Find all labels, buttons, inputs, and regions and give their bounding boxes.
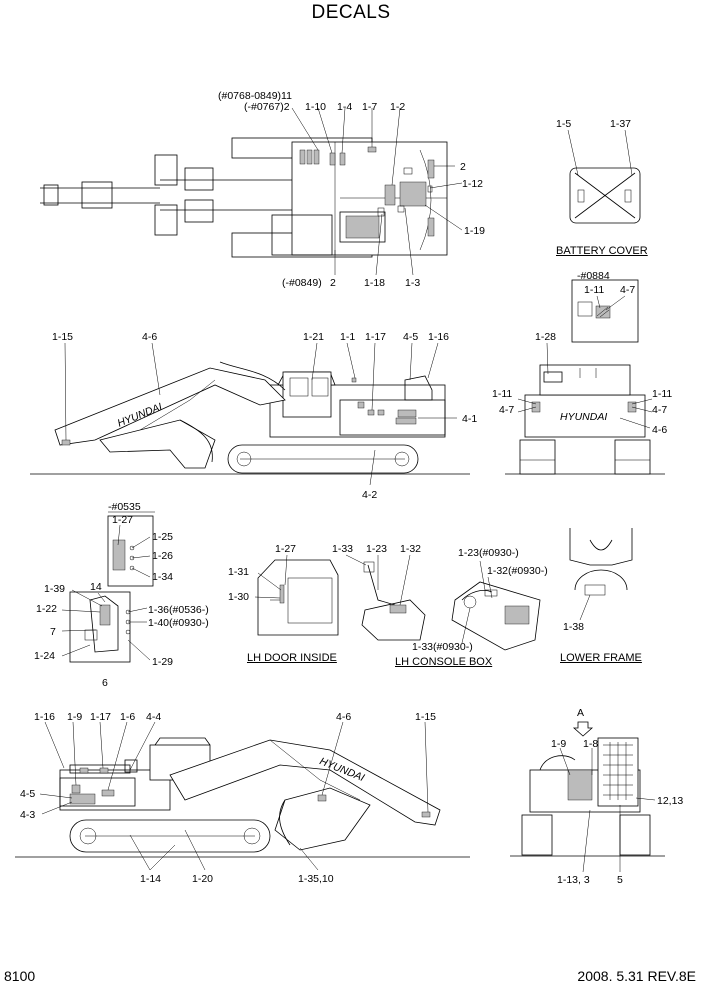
callout-label-c52: 1-23: [366, 543, 387, 555]
callout-label-c23: 4-7: [652, 404, 667, 416]
callout-label-c28: 1-1: [340, 331, 355, 343]
callout-label-c51: 1-33: [332, 543, 353, 555]
callout-label-c20: 1-11: [492, 388, 512, 400]
detail-0884-inset: [571, 279, 639, 343]
callout-label-c67: 1-14: [140, 873, 161, 885]
callout-label-c25: 1-15: [52, 331, 73, 343]
callout-label-c42: 7: [50, 626, 56, 638]
callout-label-c39: 1-39: [44, 583, 65, 595]
callout-label-c07: 2: [460, 161, 466, 173]
callout-label-c16: -#0884: [577, 270, 610, 282]
callout-label-c14: 1-5: [556, 118, 571, 130]
callout-label-c48: 1-27: [275, 543, 296, 555]
excavator-rh-side-view: [15, 737, 470, 858]
caption-lower-frame: LOWER FRAME: [560, 652, 642, 664]
page-number: 8100: [4, 968, 36, 984]
callout-label-c53: 1-32: [400, 543, 421, 555]
callout-label-c74: 1-13, 3: [557, 874, 590, 886]
callout-label-c06: 1-2: [390, 101, 405, 113]
callout-label-c72: 1-8: [583, 738, 598, 750]
callout-label-c70: A: [577, 707, 584, 719]
callout-label-c64: 1-15: [415, 711, 436, 723]
callout-label-c13: 1-3: [405, 277, 420, 289]
caption-battery-cover: BATTERY COVER: [556, 245, 648, 257]
callout-label-c38: 1-34: [152, 571, 173, 583]
revision-stamp: 2008. 5.31 REV.8E: [577, 968, 696, 984]
caption-lh-console-box: LH CONSOLE BOX: [395, 656, 493, 668]
callout-label-c02: (-#0767)2: [244, 101, 290, 113]
callout-label-c63: 4-6: [336, 711, 351, 723]
callout-label-c73: 12,13: [657, 795, 683, 807]
excavator-rear-view: [505, 364, 665, 475]
battery-cover-drawing: [569, 167, 641, 224]
callout-label-c09: 1-19: [464, 225, 485, 237]
callout-label-c24: 4-6: [652, 424, 667, 436]
callout-label-c65: 4-5: [20, 788, 35, 800]
callout-label-c35: 1-27: [112, 514, 133, 526]
callout-label-c27: 1-21: [303, 331, 324, 343]
callout-label-c54: 1-23(#0930-): [458, 547, 519, 559]
excavator-front-view: [510, 721, 665, 857]
callout-label-c37: 1-26: [152, 550, 173, 562]
callout-label-c19: 1-28: [535, 331, 556, 343]
callout-label-c01: (#0768-0849)11: [218, 90, 292, 102]
callout-label-c68: 1-20: [192, 873, 213, 885]
callout-label-c49: 1-31: [228, 566, 249, 578]
callout-label-c08: 1-12: [462, 178, 483, 190]
callout-label-c29: 1-17: [365, 331, 386, 343]
callout-label-c10: (-#0849): [282, 277, 322, 289]
lower-frame-drawing: [569, 528, 633, 596]
excavator-top-view: [40, 137, 448, 258]
lh-door-drawing: [257, 559, 339, 636]
callout-label-c59: 1-9: [67, 711, 82, 723]
control-panel-detail: [69, 515, 154, 663]
callout-label-c32: 4-1: [462, 413, 477, 425]
callout-label-c55: 1-32(#0930-): [487, 565, 548, 577]
callout-label-c11: 2: [330, 277, 336, 289]
callout-label-c56: 1-33(#0930-): [412, 641, 473, 653]
page-title: DECALS: [311, 2, 391, 23]
leader-lines: [39, 107, 656, 873]
callout-label-c40: 14: [90, 581, 102, 593]
callout-label-c60: 1-17: [90, 711, 111, 723]
callout-label-c05: 1-7: [362, 101, 377, 113]
callout-label-c34: -#0535: [108, 501, 141, 513]
callout-label-c03: 1-10: [305, 101, 326, 113]
callout-label-c12: 1-18: [364, 277, 385, 289]
callout-label-c26: 4-6: [142, 331, 157, 343]
callout-label-c47: 6: [102, 677, 108, 689]
callout-label-c30: 4-5: [403, 331, 418, 343]
callout-label-c75: 5: [617, 874, 623, 886]
rear-brand-text: HYUNDAI: [560, 411, 607, 423]
callout-label-c45: 1-40(#0930-): [148, 617, 209, 629]
callout-label-c71: 1-9: [551, 738, 566, 750]
callout-label-c18: 4-7: [620, 284, 635, 296]
callout-label-c50: 1-30: [228, 591, 249, 603]
callout-label-c46: 1-29: [152, 656, 173, 668]
callout-label-c21: 1-11: [652, 388, 672, 400]
callout-label-c58: 1-16: [34, 711, 55, 723]
callout-label-c04: 1-4: [337, 101, 352, 113]
caption-lh-door-inside: LH DOOR INSIDE: [247, 652, 337, 664]
callout-label-c44: 1-36(#0536-): [148, 604, 209, 616]
callout-label-c62: 4-4: [146, 711, 161, 723]
callout-label-c15: 1-37: [610, 118, 631, 130]
callout-label-c57: 1-38: [563, 621, 584, 633]
lh-console-box-drawing: [361, 561, 541, 651]
excavator-lh-side-view: [30, 361, 470, 475]
callout-label-c33: 4-2: [362, 489, 377, 501]
callout-label-c41: 1-22: [36, 603, 57, 615]
callout-label-c31: 1-16: [428, 331, 449, 343]
callout-label-c17: 1-11: [584, 284, 604, 296]
callout-label-c69: 1-35,10: [298, 873, 334, 885]
callout-label-c66: 4-3: [20, 809, 35, 821]
callout-label-c36: 1-25: [152, 531, 173, 543]
callout-label-c43: 1-24: [34, 650, 55, 662]
callout-label-c22: 4-7: [499, 404, 514, 416]
callout-label-c61: 1-6: [120, 711, 135, 723]
